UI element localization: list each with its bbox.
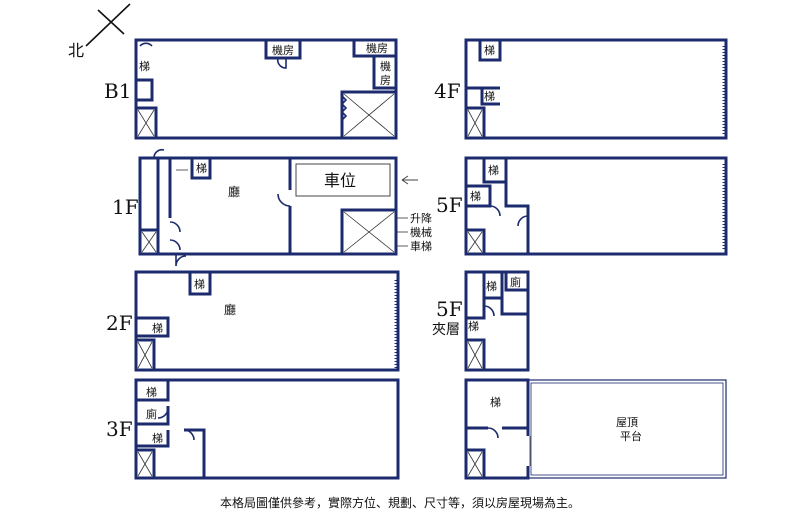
5f-stairs-top: 梯 xyxy=(488,164,499,177)
floor-2f: 2F 梯 廳 梯 xyxy=(106,270,400,372)
floor-label-1f: 1F xyxy=(112,195,139,219)
2f-stairs-top: 梯 xyxy=(194,278,205,291)
floor-rooftop: 梯 屋頂 平台 xyxy=(464,378,727,480)
floor-3f: 3F 梯 廁 梯 xyxy=(106,378,400,480)
floor-label-5f: 5F xyxy=(436,193,463,217)
mezz-stairs-2: 梯 xyxy=(468,320,479,333)
1f-stairs: 梯 xyxy=(196,162,207,175)
3f-stairs-side: 梯 xyxy=(152,432,163,445)
floor-4f: 4F 梯 梯 xyxy=(434,38,728,140)
mezz-kitchen: 廁 xyxy=(510,275,521,289)
roof-stairs: 梯 xyxy=(490,396,501,409)
lift-label-2: 機械 xyxy=(410,225,432,239)
floor-5f-mezzanine: 5F 夾層 梯 廁 梯 xyxy=(432,270,530,372)
floor-5f: 5F 梯 梯 xyxy=(436,156,728,256)
b1-machine-room-3b: 房 xyxy=(380,74,391,87)
1f-living-room: 廳 xyxy=(228,184,240,199)
3f-stairs-top: 梯 xyxy=(146,386,157,399)
b1-machine-room-1: 機房 xyxy=(272,43,294,57)
floor-label-3f: 3F xyxy=(106,417,133,441)
floor-label-4f: 4F xyxy=(434,79,461,103)
b1-stairs: 梯 xyxy=(139,60,150,73)
lift-label-1: 升降 xyxy=(410,211,432,225)
b1-machine-room-3a: 機 xyxy=(380,59,391,73)
rooftop-label-2: 平台 xyxy=(620,429,642,443)
floor-label-2f: 2F xyxy=(106,311,133,335)
3f-kitchen: 廁 xyxy=(146,407,157,421)
floor-1f: 1F 梯 廳 車位 升降 機械 車梯 xyxy=(112,148,432,267)
rooftop-label-1: 屋頂 xyxy=(616,416,638,429)
floor-label-5f-mezz-2: 夾層 xyxy=(432,322,460,338)
floor-label-5f-mezz-1: 5F xyxy=(436,297,463,321)
disclaimer-text: 本格局圖僅供參考，實際方位、規劃、尺寸等，須以房屋現場為主。 xyxy=(219,496,580,510)
floor-b1: B1 梯 機房 機房 機 房 xyxy=(104,38,398,140)
2f-stairs-side: 梯 xyxy=(152,322,163,335)
4f-stairs-side: 梯 xyxy=(484,90,495,103)
parking-label: 車位 xyxy=(324,171,356,190)
4f-stairs-top: 梯 xyxy=(484,44,495,57)
floor-label-b1: B1 xyxy=(104,79,131,103)
2f-living-room: 廳 xyxy=(224,302,236,317)
north-arrow: 北 xyxy=(68,3,131,60)
5f-stairs-side: 梯 xyxy=(470,190,481,203)
lift-label-3: 車梯 xyxy=(410,239,432,253)
north-label: 北 xyxy=(68,41,84,60)
b1-machine-room-2: 機房 xyxy=(366,41,388,55)
mezz-stairs-1: 梯 xyxy=(486,280,497,293)
